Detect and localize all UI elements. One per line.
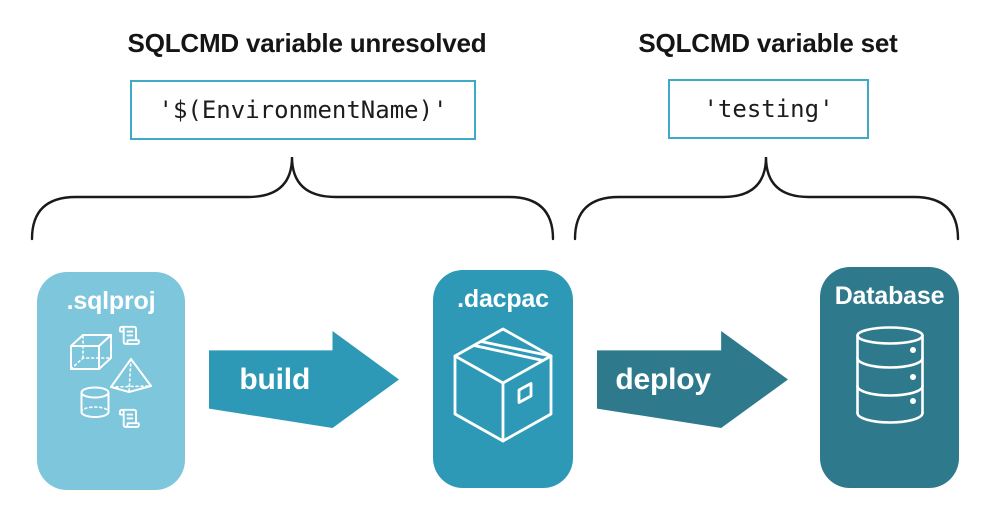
sql-objects-icons	[70, 325, 152, 428]
scroll-icon	[118, 325, 140, 345]
dacpac-label: .dacpac	[457, 285, 549, 313]
left-brace	[30, 156, 555, 241]
database-icon	[855, 326, 924, 424]
build-arrow-label: build	[239, 362, 311, 396]
code-box-environment-variable: '$(EnvironmentName)'	[130, 80, 476, 140]
cylinder-icon	[80, 386, 110, 418]
dacpac-node: .dacpac	[433, 270, 573, 488]
heading-sqlcmd-unresolved: SQLCMD variable unresolved	[127, 28, 487, 58]
cube-icon	[70, 334, 112, 370]
sqlproj-label: .sqlproj	[66, 287, 156, 315]
code-testing-value: 'testing'	[703, 95, 834, 123]
deploy-arrow: deploy	[597, 331, 788, 428]
right-brace	[573, 156, 960, 241]
code-environment-variable: '$(EnvironmentName)'	[158, 96, 448, 124]
database-node: Database	[820, 267, 959, 488]
deploy-arrow-label: deploy	[615, 362, 711, 396]
sqlproj-node: .sqlproj	[37, 272, 185, 490]
build-arrow: build	[209, 331, 399, 428]
heading-sqlcmd-set: SQLCMD variable set	[638, 28, 898, 58]
code-box-testing-value: 'testing'	[668, 79, 869, 139]
pyramid-icon	[110, 358, 152, 393]
database-label: Database	[834, 282, 945, 310]
scroll-icon	[118, 408, 140, 428]
package-icon	[453, 327, 553, 443]
